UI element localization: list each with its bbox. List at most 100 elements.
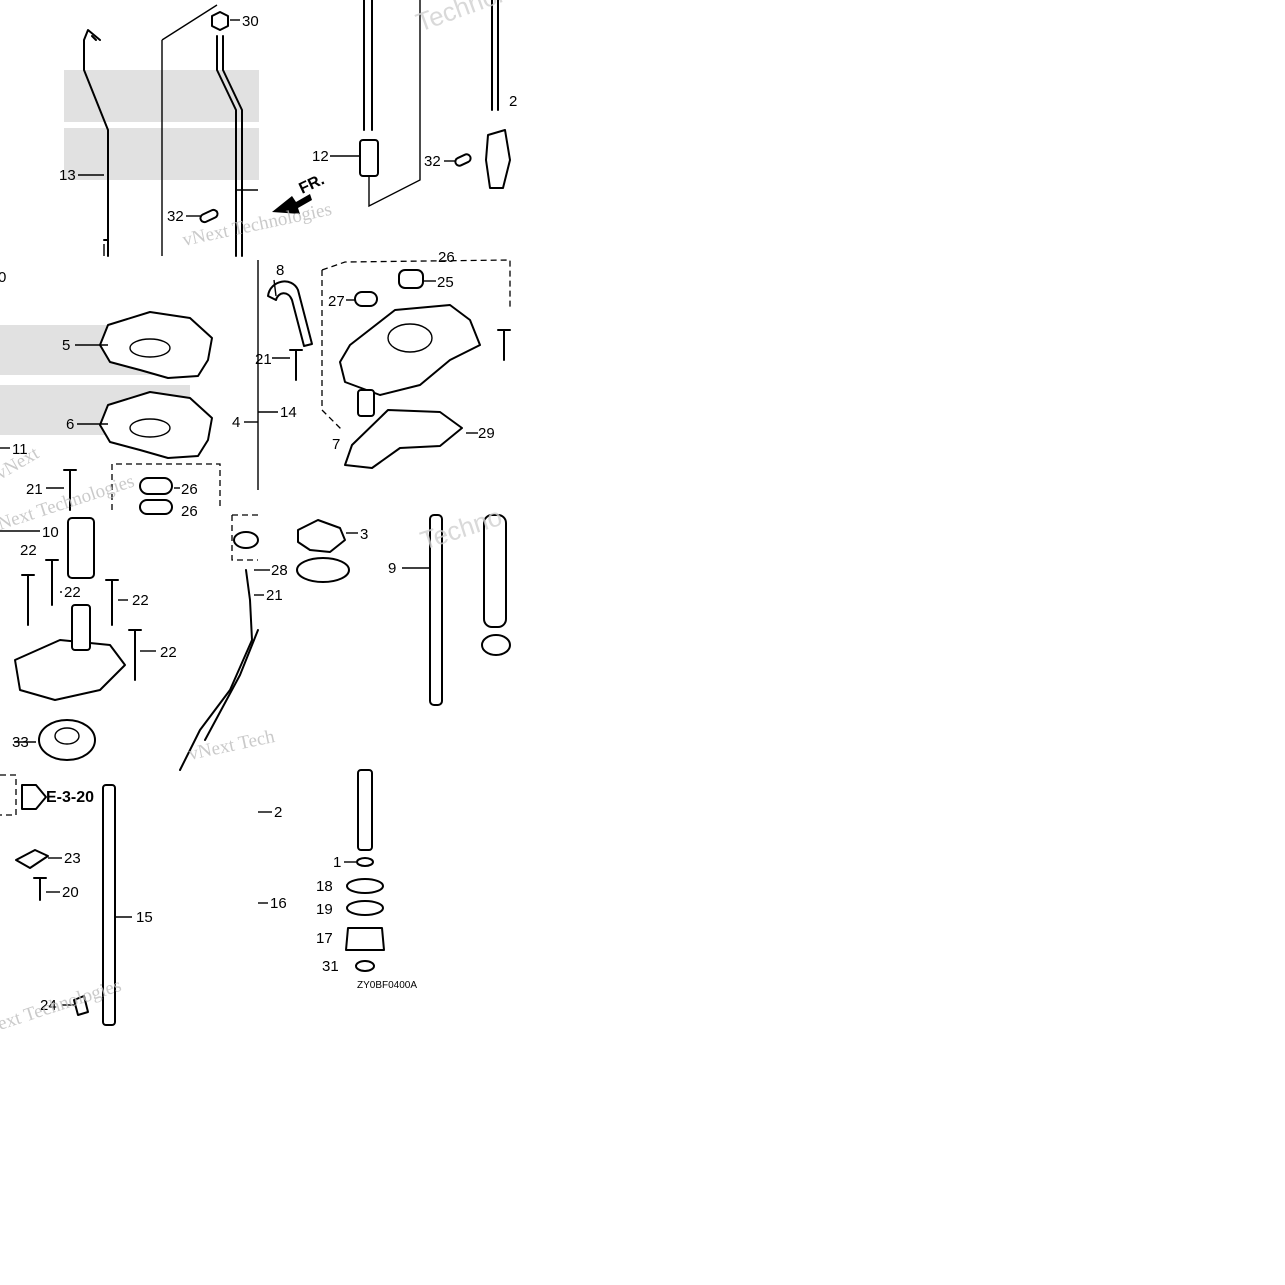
circlip-31 [355,960,375,972]
panel-plates [63,311,221,515]
sleeve-10 [67,517,95,579]
watermark-1: Technologies [412,0,565,38]
callout-14: 14 [280,404,297,421]
callout-9: 9 [388,560,396,577]
diagram-code: ZY0BF0400A [357,980,417,991]
shift-rod-13 [83,29,109,241]
callout-33: 33 [12,734,29,751]
shaft-2-lower [357,769,373,851]
direction-label: FR. [297,171,328,197]
coupler-12 [359,139,379,177]
water-tube-21 [179,569,253,771]
gear-17 [345,927,385,951]
pump-body [14,639,126,701]
panel-pump-housing [257,259,511,490]
callout-7: 7 [332,436,340,453]
clip-24 [73,995,89,1016]
pump-stem [71,604,91,651]
nut-30 [211,11,229,31]
callout-21-bolt: 21 [26,481,43,498]
drive-shaft-9 [429,514,443,706]
callout-22c: 22 [132,592,149,609]
callout-27: 27 [328,293,345,310]
shift-rod-long [216,35,237,257]
callout-labels: 30 13 32 12 32 2 8 25 27 26 5 21 6 4 14 … [0,13,517,1014]
callout-18: 18 [316,878,333,895]
watermark-2: vNext Technologies [181,199,334,251]
bolt-20 [33,877,47,901]
pin-32 [199,208,219,224]
callout-29: 29 [478,425,495,442]
callout-26a: 26 [181,481,198,498]
gasket-29 [344,409,463,469]
honda-watermark-pattern [0,70,259,435]
ref-arrow [21,784,47,810]
callout-4: 4 [232,414,240,431]
seal-33 [38,719,96,761]
callout-26b: 26 [181,503,198,520]
callout-22a: 22 [20,542,37,559]
callout-13: 13 [59,167,76,184]
clip-23 [15,849,49,869]
o-ring-28 [296,557,350,583]
shift-rod-12 [363,0,373,131]
watermark-4: vNext Tech [187,726,277,765]
callout-17: 17 [316,930,333,947]
panel-shift-shaft [0,769,385,1026]
callout-30: 30 [242,13,259,30]
callout-21-gasket: 21 [255,351,272,368]
washer-19 [346,900,384,916]
callout-32b: 32 [424,153,441,170]
panel-rods-left [83,4,258,257]
reference-label: E-3-20 [46,789,94,806]
bolt-21a [63,469,77,511]
bolt-22c [105,579,119,626]
shift-arm [485,129,511,189]
callout-3: 3 [360,526,368,543]
callout-22d: 22 [160,644,177,661]
panel-lower-pump [14,514,511,771]
bolt-22a [21,574,35,626]
housing-bore [387,323,433,353]
callout-23: 23 [64,850,81,867]
callout-lines [0,19,478,1006]
callout-2-lower: 2 [274,804,282,821]
spring-seat [233,531,259,549]
callout-24: 24 [40,997,57,1014]
washer-18 [346,878,384,894]
callout-26-top: 26 [438,249,455,266]
callout-1: 1 [333,854,341,871]
front-arrow-icon [272,194,312,214]
callout-8: 8 [276,262,284,279]
callout-16: 16 [270,895,287,912]
callout-25: 25 [437,274,454,291]
callout-2: 2 [509,93,517,110]
plate-6 [99,391,213,459]
callout-6: 6 [66,416,74,433]
bolt-21c [497,329,511,361]
bolt-22b [45,559,59,606]
housing-stem [357,389,375,417]
bolt-21b [289,349,303,381]
bolt-22d [128,629,142,681]
callout-20: 20 [62,884,79,901]
pin-32b [454,153,472,167]
callout-21-tube: 21 [266,587,283,604]
callout-11: 11 [12,441,28,458]
callout-32: 32 [167,208,184,225]
gasket-5 [99,311,213,379]
callout-22b: 22 [64,584,81,601]
bearing-26a [139,477,173,495]
panel-rods-middle: FR. [272,0,511,214]
shaft-tube [483,514,507,628]
callout-31: 31 [322,958,339,975]
callout-5: 5 [62,337,70,354]
impeller-3 [297,519,346,553]
bearing-27 [354,291,378,307]
callout-0: 0 [0,269,6,286]
callout-19: 19 [316,901,333,918]
circlip-1 [356,857,374,867]
gasket-8 [267,280,313,347]
shift-shaft-15 [102,784,116,1026]
